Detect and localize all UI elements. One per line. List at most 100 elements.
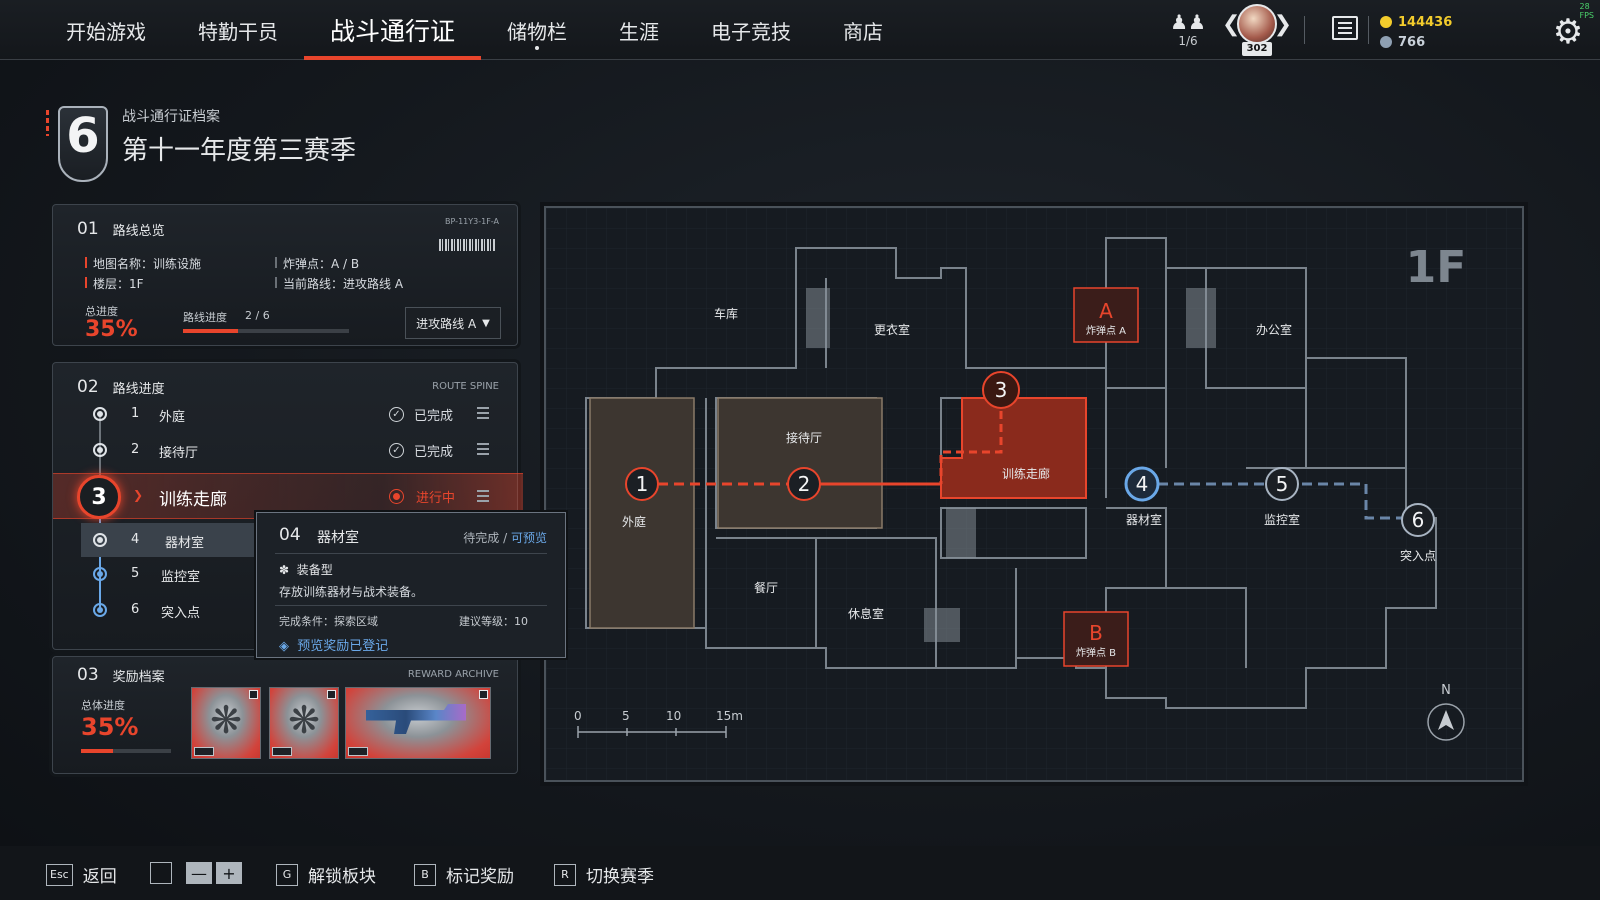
label-dining: 餐厅 — [754, 580, 778, 595]
nav-tab-play[interactable]: 开始游戏 — [66, 19, 146, 44]
nav-tab-battle-pass[interactable]: 战斗通行证 — [304, 0, 482, 60]
player-avatar[interactable]: ❮ ❯ 302 — [1222, 4, 1292, 56]
map-node-3[interactable]: 3 — [982, 371, 1020, 409]
zoom-out-button[interactable]: — — [186, 862, 212, 884]
label-breach: 突入点 — [1400, 548, 1436, 563]
route-step-2[interactable]: 2 接待厅 ✓已完成 — [53, 433, 519, 467]
zoom-controls[interactable]: — + — [150, 862, 246, 884]
settings-gear-icon[interactable]: ⚙ — [1552, 12, 1584, 52]
scale-10: 10 — [666, 709, 681, 723]
map-node-label: 5 — [1276, 472, 1289, 496]
currency-panel[interactable]: 144436 766 — [1380, 12, 1452, 52]
floor-map[interactable]: 1 2 3 4 5 6 车库 更衣室 办公室 外庭 接待厅 训练走廊 器材室 监控室 突入… — [544, 206, 1524, 782]
bomb-sites-info: 炸弹点：A / B — [274, 257, 360, 271]
furniture — [806, 288, 1216, 642]
barcode — [439, 239, 495, 251]
map-node-label: 4 — [1136, 472, 1149, 496]
reward-item-weapon-skin[interactable] — [345, 687, 491, 759]
bomb-site-a[interactable]: A 炸弹点 A — [1073, 287, 1139, 343]
lock-corner-icon — [327, 690, 336, 699]
esc-key: Esc — [46, 863, 73, 886]
paw-icon: ✽ — [279, 563, 290, 577]
map-node-circle — [1401, 503, 1435, 537]
label-office: 办公室 — [1256, 322, 1292, 337]
step-node — [93, 407, 107, 421]
diamond-icon: ◈ — [279, 639, 289, 654]
tooltip-description: 存放训练器材与战术装备。 — [279, 585, 424, 599]
map-node-4[interactable]: 4 — [1124, 466, 1160, 502]
rarity-tag-icon — [272, 747, 292, 756]
caret-down-icon: ▼ — [482, 317, 490, 329]
route-step-5[interactable]: 5 监控室 — [53, 557, 519, 591]
nav-tab-inventory[interactable]: 储物栏 — [481, 0, 593, 60]
site-a-box — [1073, 287, 1139, 343]
nav-tab-store[interactable]: 商店 — [843, 19, 884, 44]
scale-5: 5 — [622, 709, 630, 723]
room-tooltip: 04 器材室 待完成 / 可预览 ✽ 装备型 存放训练器材与战术装备。 完成条件… — [256, 512, 566, 658]
lock-corner-icon — [479, 690, 488, 699]
route-step-3-active[interactable]: ❯ 训练走廊 进行中 — [53, 473, 523, 519]
nav-tab-career[interactable]: 生涯 — [619, 19, 660, 44]
reward-item-charm-2[interactable]: ❋ — [269, 687, 339, 759]
step-name: 外庭 — [159, 410, 186, 425]
panel-number: 03 — [77, 665, 99, 685]
route-progress-value: 2 / 6 — [245, 309, 270, 322]
menu-icon[interactable] — [477, 490, 489, 502]
map-node-5[interactable]: 5 — [1265, 467, 1299, 501]
panel-number: 02 — [77, 377, 99, 397]
season-title: 第十一年度第三赛季 — [122, 136, 357, 166]
step-name: 接待厅 — [159, 446, 199, 461]
current-route-info: 当前路线：进攻路线 A — [274, 277, 404, 291]
route-dropdown[interactable]: 进攻路线 A▼ — [405, 307, 501, 339]
laurel-left-icon: ❮ — [1222, 12, 1241, 37]
overall-progress-label: 总体进度 — [81, 699, 125, 712]
avatar-portrait — [1237, 4, 1277, 44]
room-labels: 车库 更衣室 办公室 外庭 接待厅 训练走廊 器材室 监控室 突入点 餐厅 休息… — [622, 306, 1436, 621]
zoom-in-button[interactable]: + — [216, 862, 242, 884]
step-status: ✓已完成 — [389, 405, 453, 424]
rarity-tag-icon — [194, 747, 214, 756]
label-monitor: 监控室 — [1264, 512, 1300, 527]
menu-icon[interactable] — [477, 443, 489, 455]
map-node-circle — [1265, 467, 1299, 501]
nav-tab-operators[interactable]: 特勤干员 — [198, 19, 278, 44]
season-subtitle: 战斗通行证档案 — [122, 109, 220, 125]
map-node-label: 1 — [636, 472, 649, 496]
route-step-4[interactable]: 4 器材室 — [53, 523, 519, 557]
map-node-6[interactable]: 6 — [1401, 503, 1435, 537]
map-node-circle — [625, 467, 659, 501]
nav-tab-esports[interactable]: 电子竞技 — [711, 19, 792, 44]
map-node-label: 3 — [995, 378, 1008, 402]
step-node — [93, 443, 107, 457]
arrow-icon: ❯ — [133, 488, 144, 502]
panel-code: BP-11Y3-1F-A — [445, 217, 499, 226]
news-icon[interactable] — [1332, 16, 1358, 40]
top-nav-bar: 开始游戏 特勤干员 战斗通行证 储物栏 生涯 电子竞技 商店 ♟♟ 1/6 ❮ … — [0, 0, 1600, 60]
route-step-6[interactable]: 6 突入点 — [53, 593, 519, 627]
accent-tick — [46, 110, 49, 136]
route-step-1[interactable]: 1 外庭 ✓已完成 — [53, 397, 519, 431]
r-key: R — [554, 863, 576, 886]
label-courtyard: 外庭 — [622, 514, 646, 529]
reward-item-charm-1[interactable]: ❋ — [191, 687, 261, 759]
compass-ring — [1427, 703, 1465, 741]
total-progress-label: 总进度 — [85, 305, 118, 318]
silver-amount: 766 — [1398, 34, 1426, 50]
tooltip-condition: 完成条件：探索区域 — [279, 615, 378, 628]
map-node-label: 6 — [1412, 508, 1425, 532]
map-node-2[interactable]: 2 — [787, 467, 821, 501]
map-node-1[interactable]: 1 — [625, 467, 659, 501]
label-locker: 更衣室 — [874, 322, 910, 337]
tooltip-level: 建议等级：10 — [459, 615, 528, 628]
party-button[interactable]: ♟♟ 1/6 — [1168, 12, 1208, 48]
preview-reward-link[interactable]: ◈ 预览奖励已登记 — [279, 639, 389, 654]
bomb-site-b[interactable]: B 炸弹点 B — [1063, 611, 1129, 667]
menu-icon[interactable] — [477, 407, 489, 419]
route-progress-bar — [183, 329, 349, 333]
divider — [275, 553, 547, 554]
